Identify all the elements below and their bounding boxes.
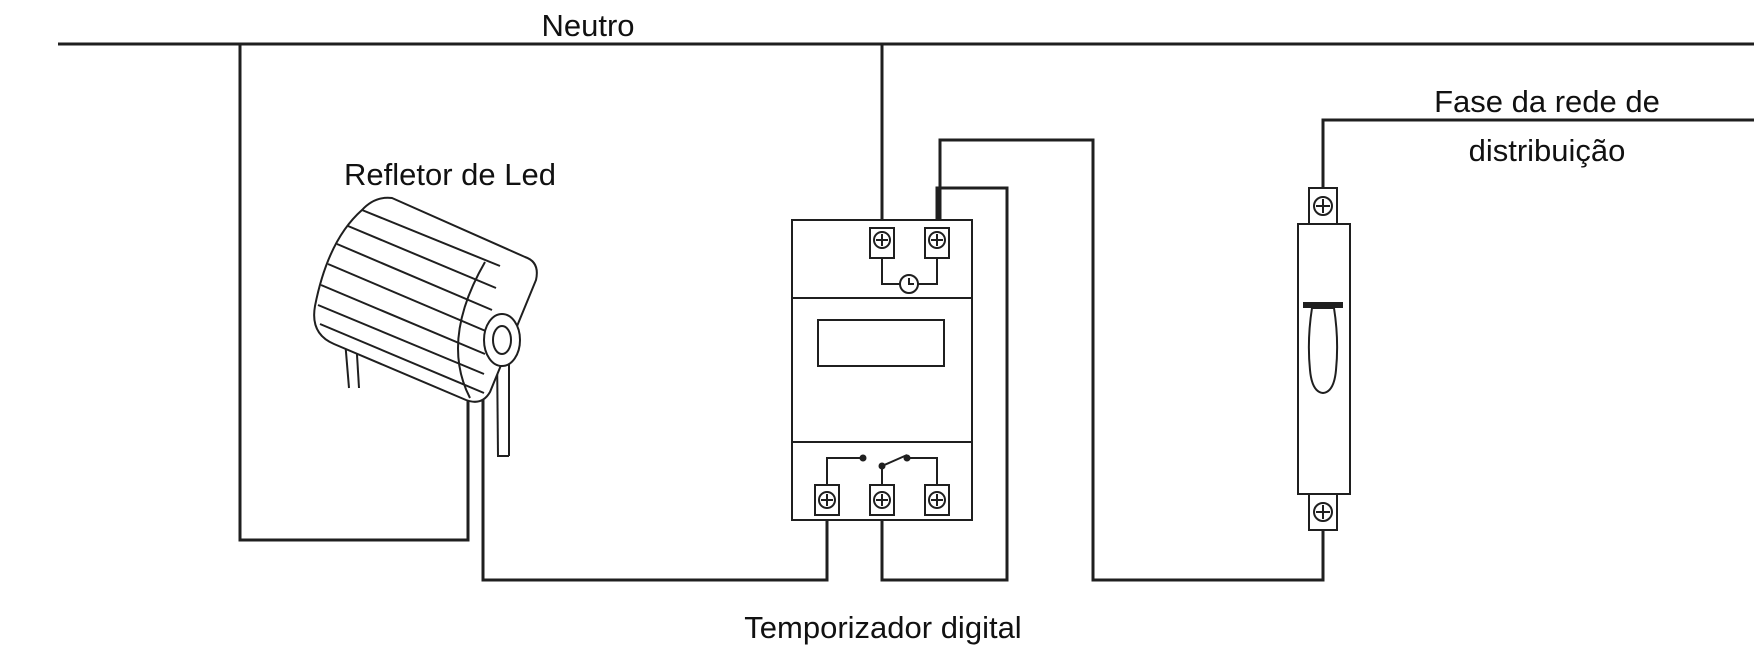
digital-timer bbox=[791, 219, 973, 521]
circuit-breaker bbox=[1297, 187, 1351, 531]
timer-terminal-output-nc bbox=[814, 484, 840, 516]
timer-output-to-reflector-wire bbox=[481, 400, 829, 582]
breaker-toggle-lever bbox=[1307, 307, 1339, 395]
reflector-cable-gland bbox=[483, 313, 521, 367]
timer-display bbox=[817, 319, 945, 367]
timer-terminal-phase bbox=[924, 227, 950, 259]
led-reflector-label: Refletor de Led bbox=[344, 157, 556, 192]
phase-label-line-1: Fase da rede de bbox=[1434, 84, 1660, 119]
reflector-fins bbox=[317, 209, 501, 394]
timer-clock-symbol bbox=[881, 258, 938, 294]
timer-terminal-output-no bbox=[924, 484, 950, 516]
timer-label: Temporizador digital bbox=[744, 610, 1021, 645]
phase-label-line-2: distribuição bbox=[1469, 133, 1626, 168]
timer-terminal-neutral bbox=[869, 227, 895, 259]
breaker-to-timer-input-wire bbox=[938, 138, 1325, 582]
phase-feed-wire bbox=[1321, 118, 1754, 190]
neutral-to-reflector-wire bbox=[238, 44, 470, 542]
wires bbox=[58, 42, 1754, 582]
led-reflector bbox=[313, 196, 538, 457]
breaker-lever-bar bbox=[1303, 302, 1343, 308]
reflector-back-rim bbox=[457, 261, 486, 399]
timer-relay-contact bbox=[826, 454, 938, 485]
timer-relay-common-wire bbox=[880, 186, 1009, 582]
timer-terminal-common bbox=[869, 484, 895, 516]
neutral-label: Neutro bbox=[541, 8, 634, 43]
